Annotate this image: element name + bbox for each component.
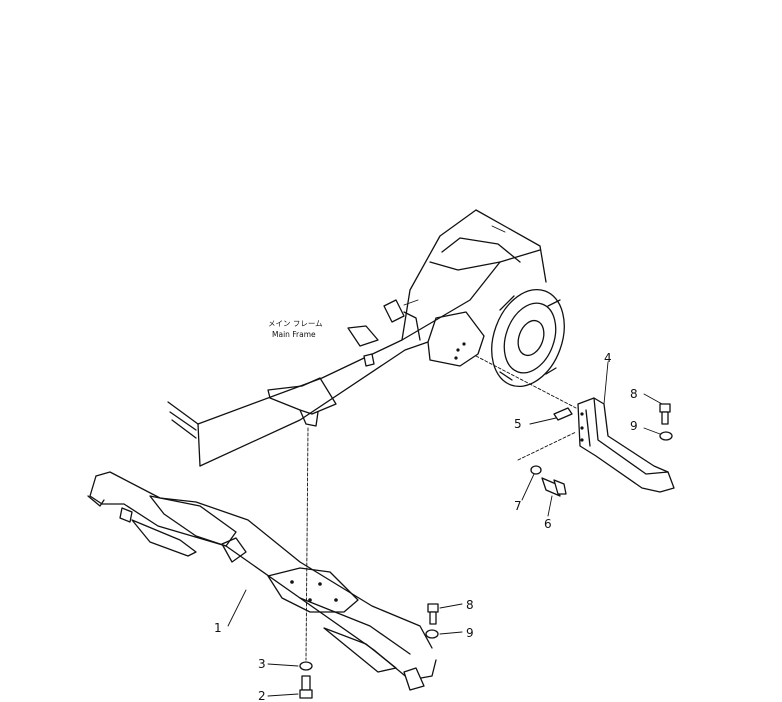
bolt-part-8-upper (643, 393, 671, 425)
callout-9-upper: 9 (630, 419, 638, 433)
callout-1: 1 (214, 621, 222, 635)
front-crossmember (87, 471, 437, 691)
callout-3: 3 (258, 657, 266, 671)
callout-4: 4 (604, 351, 612, 365)
callout-numbers: 1 2 3 4 5 6 7 8 9 8 9 (214, 351, 638, 702)
alignment-line-rear (475, 355, 577, 409)
callout-6: 6 (544, 517, 552, 531)
callout-5: 5 (514, 417, 522, 431)
pin-part-5 (529, 407, 573, 425)
washer-part-3 (267, 661, 313, 671)
washer-part-7 (521, 465, 542, 501)
callout-9-lower: 9 (466, 626, 474, 640)
main-frame-label-jp: メイン フレーム (268, 319, 323, 328)
callout-2: 2 (258, 689, 266, 702)
alignment-line-bolt (517, 431, 577, 461)
callout-8-lower: 8 (466, 598, 474, 612)
rear-bracket (577, 361, 675, 493)
bolt-part-6 (541, 477, 567, 517)
alignment-line-center (305, 427, 309, 661)
washer-part-9-upper (643, 427, 673, 441)
main-frame-label-en: Main Frame (272, 330, 316, 339)
washer-part-9-lower (425, 629, 463, 639)
callout-7: 7 (514, 499, 522, 513)
bolt-part-2 (267, 675, 313, 699)
bolt-part-8-lower (427, 603, 463, 625)
main-frame: メイン フレーム Main Frame (167, 209, 565, 467)
callout-8-upper: 8 (630, 387, 638, 401)
